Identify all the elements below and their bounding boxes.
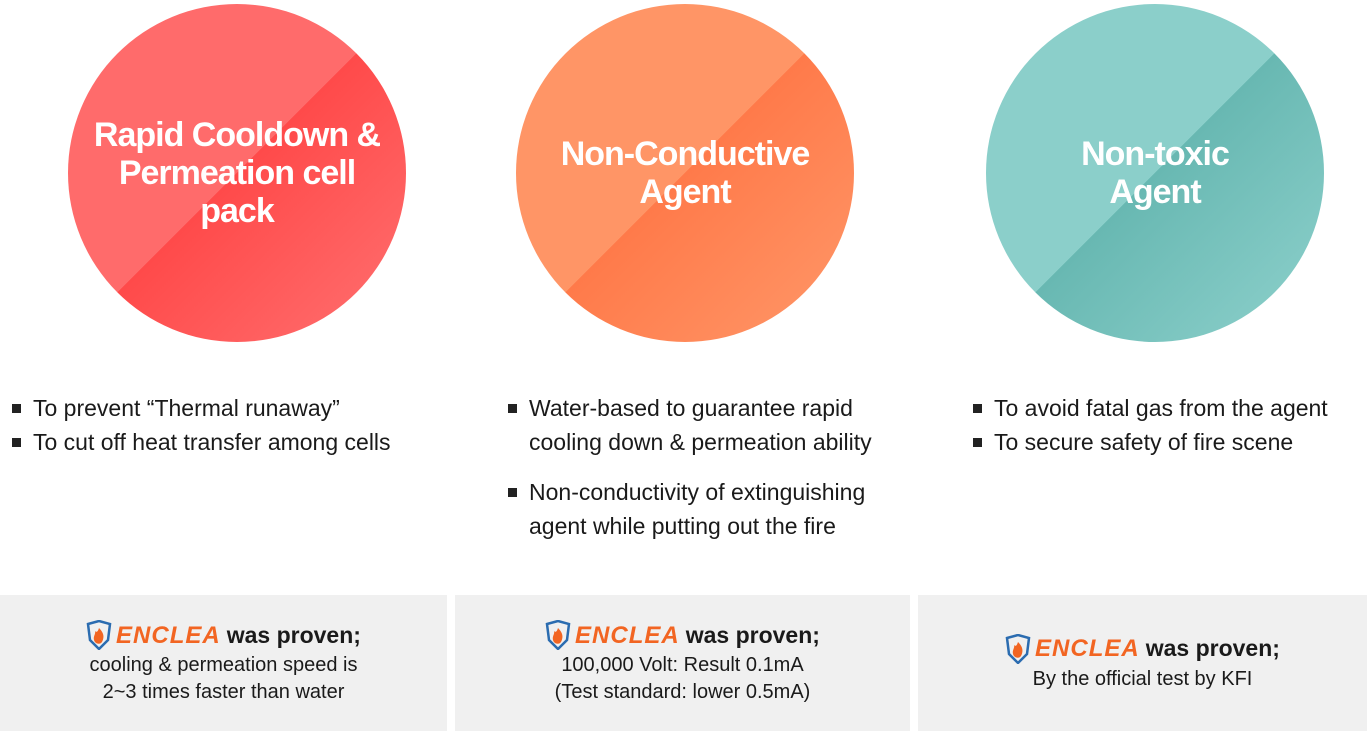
shield-flame-icon [545,620,571,650]
proven-text: was proven; [685,621,820,648]
list-item: Water-based to guarantee rapid cooling d… [508,391,918,459]
panel-line: cooling & permeation speed is [89,654,358,676]
proven-text: was proven; [226,621,361,648]
circle-title: Non-toxic Agent [1081,135,1230,211]
panel-line: 100,000 Volt: Result 0.1mA [561,654,804,676]
circle-rapid-cooldown: Rapid Cooldown & Permeation cell pack [68,4,406,342]
proven-text: was proven; [1145,635,1280,661]
circle-non-conductive: Non-Conductive Agent [516,4,854,342]
shield-flame-icon [1005,633,1031,664]
circle-title: Non-Conductive Agent [560,135,811,211]
panel-line: (Test standard: lower 0.5mA) [554,681,811,703]
circle-non-toxic: Non-toxic Agent [986,4,1324,342]
enclea-logo: ENCLEA [116,621,221,649]
list-item: To avoid fatal gas from the agent [973,391,1367,425]
list-item: To secure safety of fire scene [973,425,1367,459]
enclea-logo: ENCLEA [575,621,680,649]
circle-title: Rapid Cooldown & Permeation cell pack [93,116,381,230]
panel-line: By the official test by KFI [1032,667,1253,690]
feature-list-2: Water-based to guarantee rapid cooling d… [508,391,918,559]
list-item: To prevent “Thermal runaway” [12,391,442,425]
feature-list-1: To prevent “Thermal runaway” To cut off … [12,391,442,459]
shield-flame-icon [86,620,112,650]
list-item: To cut off heat transfer among cells [12,425,442,459]
feature-list-3: To avoid fatal gas from the agent To sec… [973,391,1367,459]
list-item: Non-conductivity of extinguishing agent … [508,475,918,543]
enclea-logo: ENCLEA [1035,635,1140,662]
panel-line: 2~3 times faster than water [102,681,345,703]
